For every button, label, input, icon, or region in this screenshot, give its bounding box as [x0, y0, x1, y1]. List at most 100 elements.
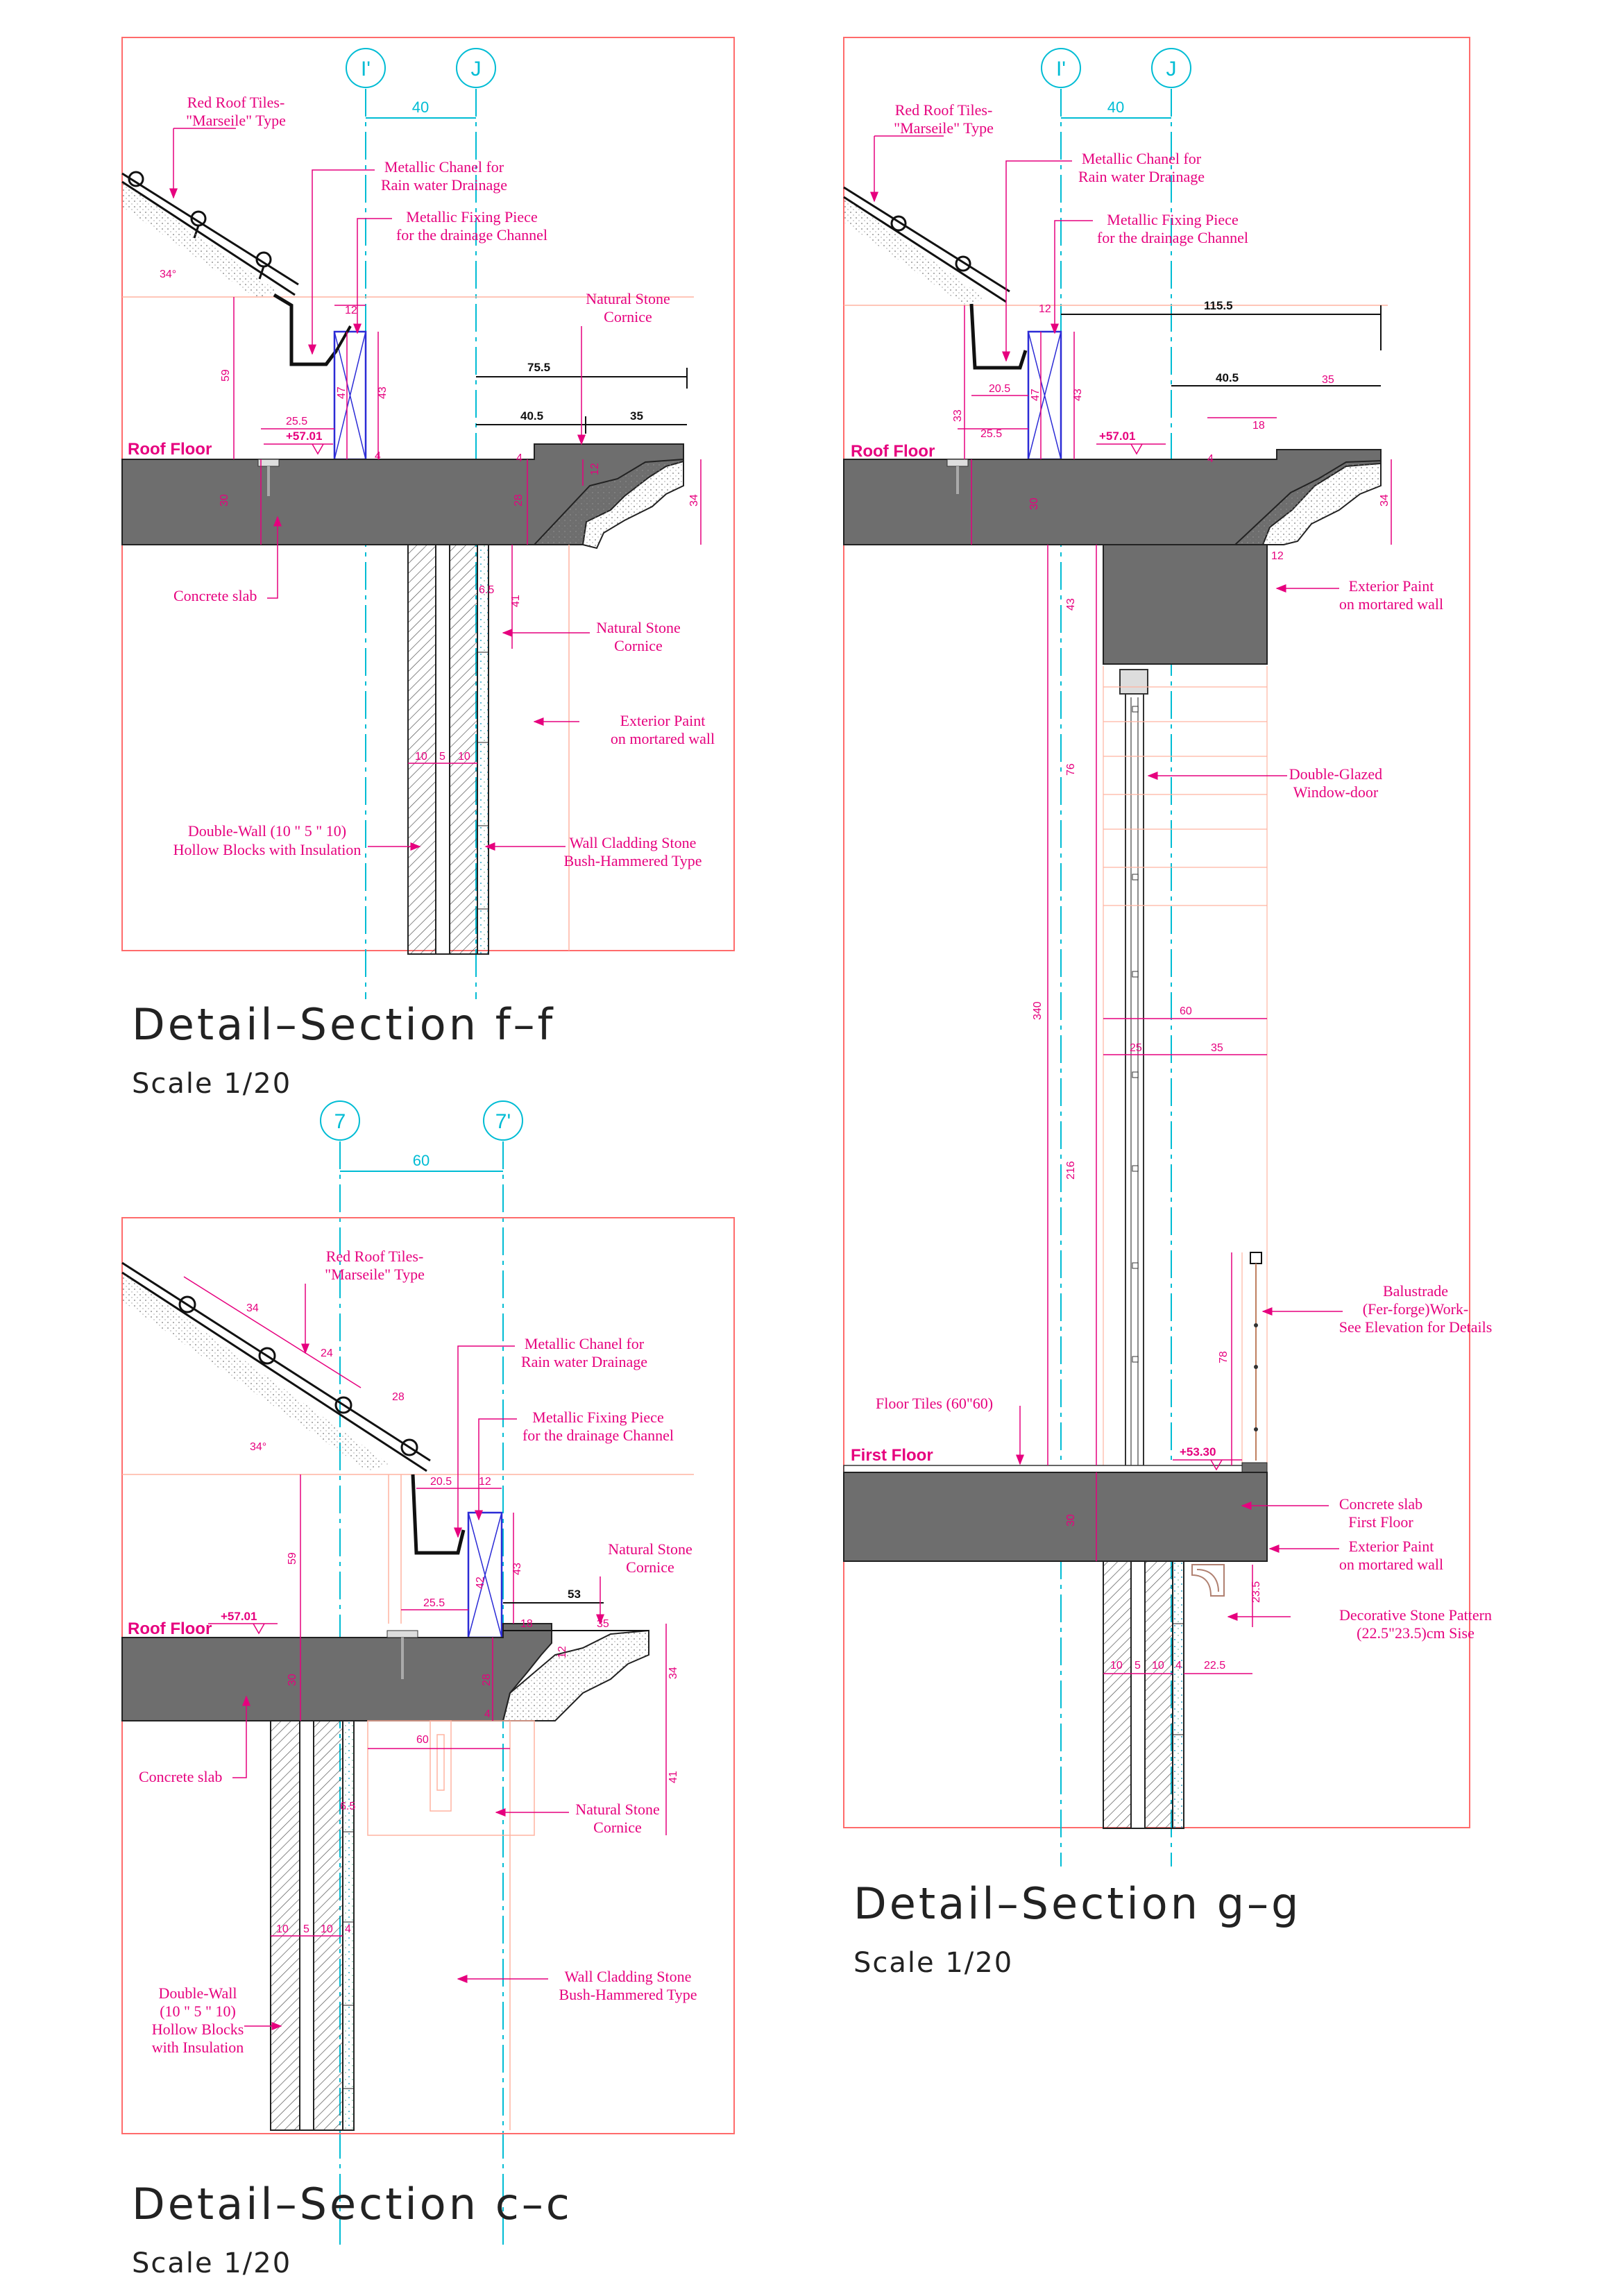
- svg-text:on mortared wall: on mortared wall: [1339, 1556, 1443, 1573]
- dim-216: 216: [1065, 1161, 1077, 1180]
- level-value-roof: +57.01: [221, 1610, 257, 1623]
- note-roof-tiles: Red Roof Tiles- "Marseile" Type: [870, 101, 994, 203]
- axis-label-iprime: I': [1056, 58, 1066, 80]
- svg-text:Metallic Fixing Piece: Metallic Fixing Piece: [1107, 211, 1238, 228]
- svg-text:Hollow Blocks: Hollow Blocks: [152, 2021, 244, 2038]
- dim-20-5: 20.5: [989, 383, 1010, 395]
- dim-35: 35: [630, 409, 643, 423]
- dim-22-5: 22.5: [1204, 1660, 1225, 1672]
- drainage-channel: [273, 293, 367, 461]
- dim-tile-34: 34: [246, 1302, 259, 1314]
- note-paint: Exterior Paint on mortared wall: [533, 712, 715, 747]
- note-double-wall: Double-Wall (10 " 5 " 10) Hollow Blocks …: [173, 822, 421, 858]
- axis-label-j: J: [471, 58, 482, 80]
- roof-tiles-drawing: [121, 1261, 431, 1472]
- dim-41: 41: [510, 595, 522, 607]
- dim-10a: 10: [1110, 1660, 1123, 1672]
- axis-label-iprime: I': [361, 58, 371, 80]
- dim-78: 78: [1218, 1351, 1230, 1363]
- dim-35: 35: [1322, 374, 1334, 386]
- double-wall: [270, 1720, 355, 2131]
- dim-tile-24: 24: [321, 1347, 333, 1359]
- svg-text:Metallic Chanel for: Metallic Chanel for: [384, 158, 504, 176]
- svg-text:"Marseile" Type: "Marseile" Type: [894, 119, 994, 137]
- level-label-roof: Roof Floor: [128, 1619, 212, 1638]
- dim-43: 43: [377, 386, 389, 399]
- svg-text:on mortared wall: on mortared wall: [611, 730, 715, 747]
- dim-4b: 4: [345, 1923, 351, 1935]
- svg-text:Exterior Paint: Exterior Paint: [620, 712, 706, 729]
- dim-20-5: 20.5: [430, 1476, 452, 1488]
- window-door: [1119, 669, 1148, 1472]
- axis-label-j: J: [1166, 58, 1177, 80]
- svg-text:Concrete slab: Concrete slab: [173, 587, 257, 604]
- dim-25-5: 25.5: [980, 428, 1002, 440]
- note-channel: Metallic Chanel for Rain water Drainage: [454, 1335, 647, 1538]
- svg-text:with Insulation: with Insulation: [152, 2039, 244, 2056]
- svg-text:Red Roof Tiles-: Red Roof Tiles-: [895, 101, 993, 119]
- dim-12b: 12: [1271, 550, 1284, 562]
- svg-text:(22.5"23.5)cm Sise: (22.5"23.5)cm Sise: [1357, 1624, 1475, 1642]
- svg-text:Concrete slab: Concrete slab: [1339, 1495, 1422, 1513]
- dim-6-5: 6.5: [340, 1801, 355, 1812]
- svg-text:Metallic Chanel for: Metallic Chanel for: [1082, 150, 1202, 167]
- concrete-slab-first: [843, 1472, 1268, 1562]
- note-slab-first: Concrete slab First Floor: [1241, 1495, 1422, 1531]
- note-cornice-top: Natural Stone Cornice: [577, 290, 670, 445]
- dim-4b: 4: [516, 452, 522, 464]
- dim-5: 5: [439, 751, 445, 763]
- dim-115-5: 115.5: [1204, 299, 1233, 312]
- note-channel: Metallic Chanel for Rain water Drainage: [308, 158, 507, 355]
- svg-text:Bush-Hammered Type: Bush-Hammered Type: [559, 1986, 697, 2003]
- dim-10a: 10: [415, 751, 427, 763]
- svg-text:Rain water Drainage: Rain water Drainage: [1078, 168, 1205, 185]
- note-decorative-stone: Decorative Stone Pattern (22.5"23.5)cm S…: [1227, 1606, 1492, 1642]
- svg-text:(10 " 5 " 10): (10 " 5 " 10): [160, 2002, 236, 2020]
- svg-text:for the drainage Channel: for the drainage Channel: [522, 1427, 674, 1444]
- dim-35: 35: [597, 1618, 609, 1630]
- note-roof-tiles: Red Roof Tiles- "Marseile" Type: [169, 94, 286, 199]
- svg-text:Balustrade: Balustrade: [1383, 1282, 1448, 1300]
- axis-label-7prime: 7': [495, 1110, 511, 1133]
- svg-text:Double-Wall: Double-Wall: [158, 1984, 237, 2002]
- svg-text:Cornice: Cornice: [604, 308, 652, 325]
- roof-tiles-drawing: [843, 186, 1010, 303]
- section-gg-title: Detail–Section g–g: [853, 1878, 1301, 1929]
- svg-text:Red Roof Tiles-: Red Roof Tiles-: [326, 1248, 424, 1265]
- axis-dimension: 40: [1107, 99, 1124, 116]
- svg-text:Metallic Fixing Piece: Metallic Fixing Piece: [532, 1409, 663, 1426]
- svg-text:Double-Glazed: Double-Glazed: [1289, 765, 1382, 783]
- dim-12: 12: [479, 1476, 491, 1488]
- dim-47: 47: [336, 386, 348, 399]
- dim-28: 28: [513, 494, 525, 507]
- section-gg-scale: Scale 1/20: [853, 1947, 1013, 1979]
- svg-text:Exterior Paint: Exterior Paint: [1349, 1538, 1434, 1555]
- dim-angle: 34°: [160, 269, 176, 280]
- dim-60: 60: [1180, 1005, 1192, 1017]
- dim-4b: 4: [1175, 1660, 1182, 1672]
- level-value-roof: +57.01: [1099, 430, 1135, 443]
- note-window: Double-Glazed Window-door: [1147, 765, 1382, 801]
- note-roof-tiles: Red Roof Tiles- "Marseile" Type: [301, 1248, 425, 1354]
- dim-34: 34: [668, 1667, 679, 1679]
- dim-10b: 10: [321, 1923, 333, 1935]
- svg-text:Natural Stone: Natural Stone: [596, 619, 681, 636]
- level-value-first: +53.30: [1180, 1445, 1216, 1459]
- svg-text:Floor Tiles (60"60): Floor Tiles (60"60): [876, 1395, 993, 1412]
- svg-text:First Floor: First Floor: [1348, 1513, 1413, 1531]
- svg-text:Natural Stone: Natural Stone: [608, 1540, 692, 1558]
- roof-tiles-drawing: [121, 171, 299, 296]
- section-ff-scale: Scale 1/20: [132, 1068, 291, 1100]
- dim-4: 4: [1207, 453, 1214, 465]
- level-label-first: First Floor: [851, 1446, 933, 1465]
- svg-text:for the drainage Channel: for the drainage Channel: [1097, 229, 1248, 246]
- dim-42: 42: [475, 1576, 486, 1589]
- svg-text:Metallic Chanel for: Metallic Chanel for: [525, 1335, 645, 1352]
- svg-text:Natural Stone: Natural Stone: [575, 1801, 660, 1818]
- drainage-channel: [411, 1474, 503, 1639]
- dim-18: 18: [520, 1618, 533, 1630]
- svg-text:Decorative Stone Pattern: Decorative Stone Pattern: [1339, 1606, 1492, 1624]
- level-value-roof: +57.01: [286, 430, 322, 443]
- note-fixing: Metallic Fixing Piece for the drainage C…: [1051, 211, 1248, 334]
- dim-4: 4: [484, 1708, 491, 1720]
